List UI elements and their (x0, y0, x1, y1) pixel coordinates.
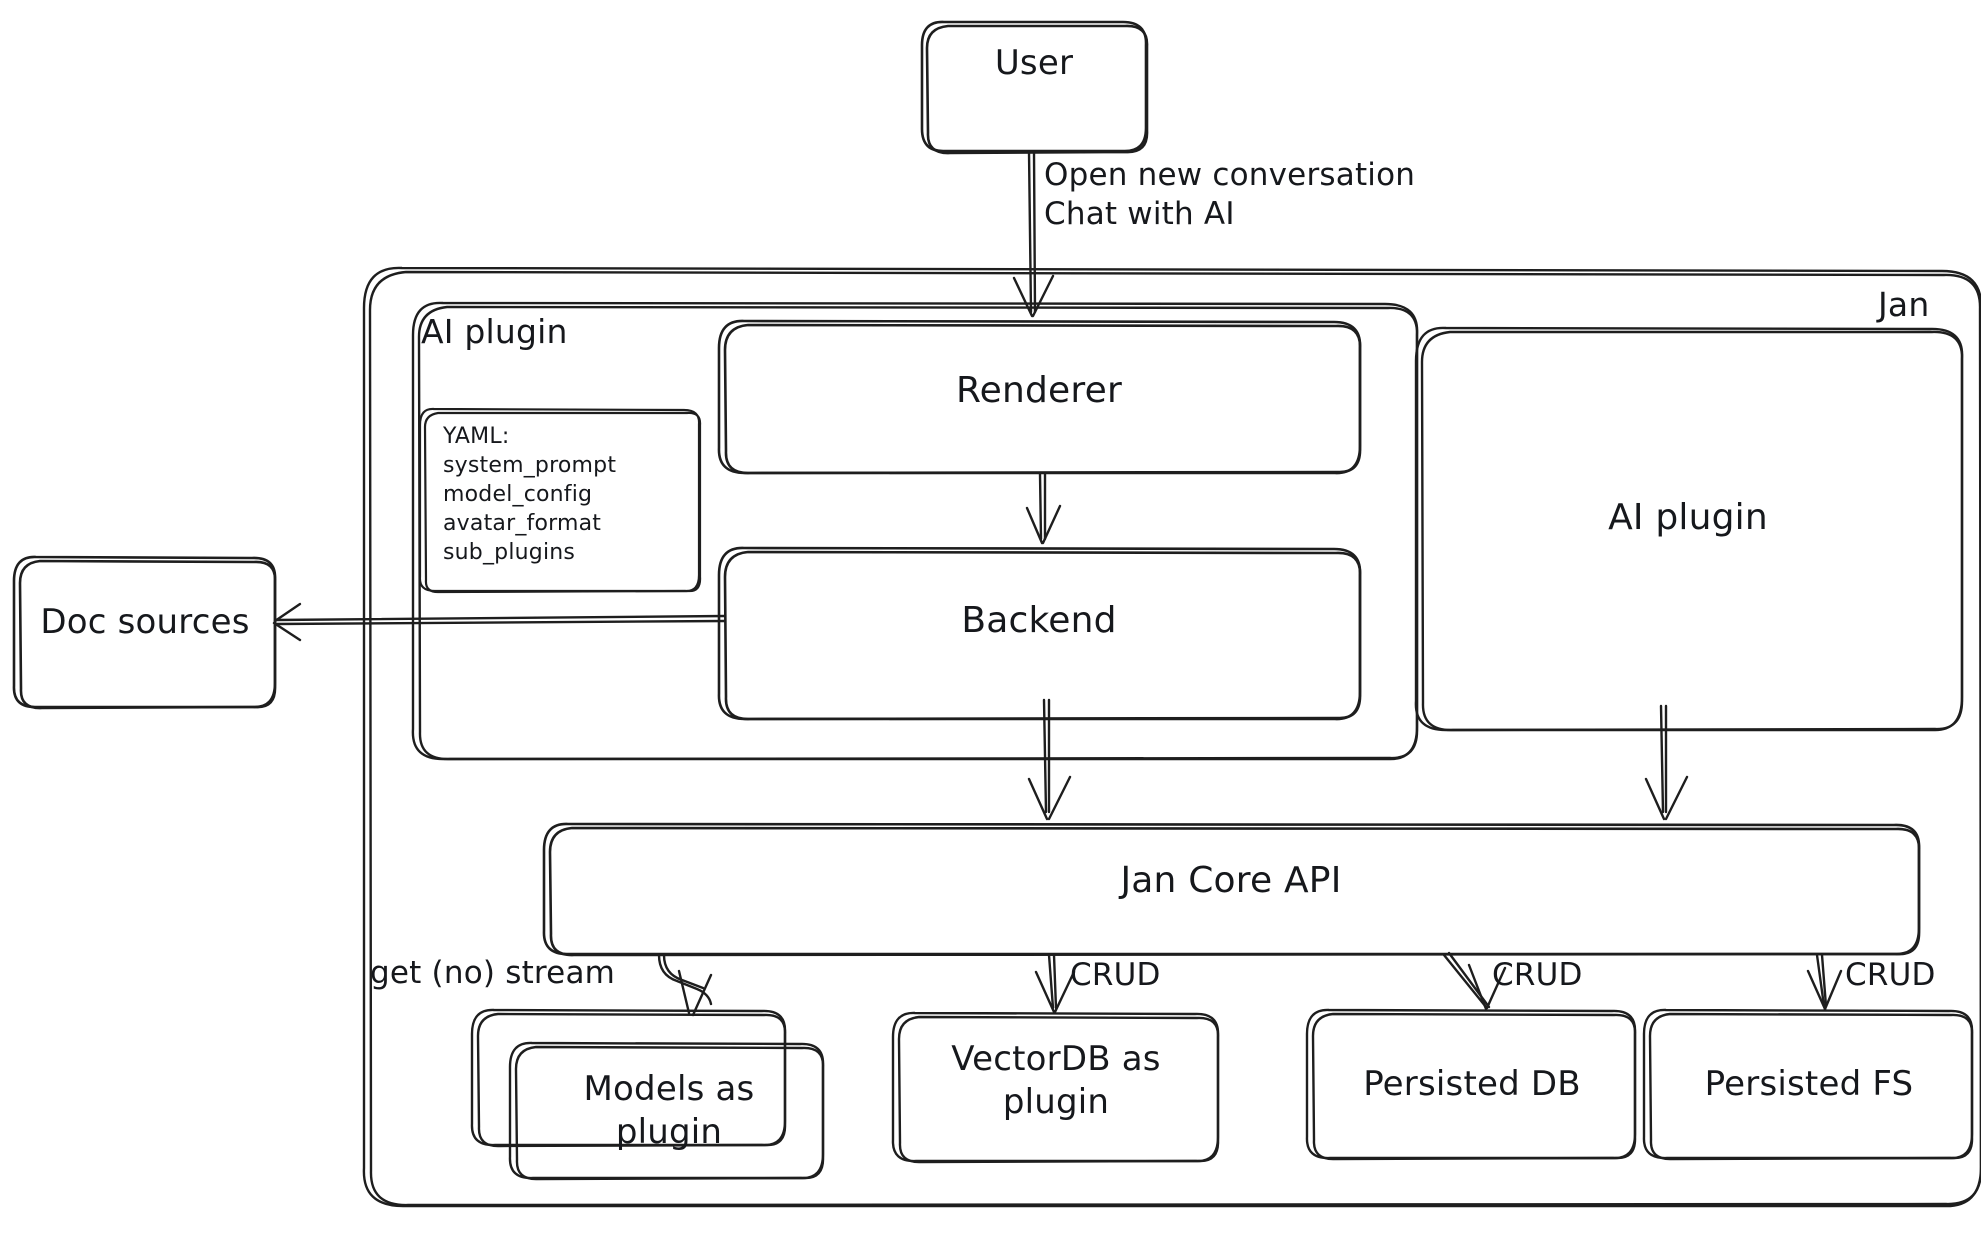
jan-core-api-label: Jan Core API (1120, 860, 1342, 901)
backend-label: Backend (961, 600, 1117, 641)
persisted-fs-label: Persisted FS (1704, 1064, 1914, 1104)
persisted-fs-box-shape (1642, 1008, 1974, 1161)
arrow-core-to-persisted-db (1442, 951, 1507, 1011)
jan-container-label: Jan (1878, 285, 1930, 324)
edge-label-core-to-vectordb: CRUD (1070, 957, 1161, 993)
arrow-backend-to-doc-sources (272, 602, 727, 642)
arrow-core-to-models (657, 953, 713, 1017)
arrow-core-to-persisted-fs (1806, 953, 1843, 1011)
edge-label-user-to-renderer: Open new conversation Chat with AI (1044, 157, 1416, 232)
arrow-backend-to-core (1027, 698, 1072, 821)
arrow-renderer-to-backend (1025, 472, 1062, 545)
ai-plugin-box-label: AI plugin (1608, 497, 1768, 538)
user-label: User (994, 43, 1074, 83)
yaml-box-shape (418, 407, 702, 594)
edge-label-core-to-persisted-fs: CRUD (1845, 957, 1936, 993)
edge-label-core-to-persisted-db: CRUD (1492, 957, 1583, 993)
jan-container-shape (362, 266, 1981, 1208)
edge-label-core-to-models: get (no) stream (370, 955, 616, 991)
vectordb-box-shape (891, 1011, 1220, 1164)
ai-plugin-group-shape (411, 301, 1419, 761)
vectordb-label: VectorDB as plugin (951, 1039, 1161, 1122)
ai-plugin-box-shape (1414, 326, 1964, 732)
yaml-config-text: YAML: system_prompt model_config avatar_… (443, 424, 617, 566)
backend-box-shape (717, 546, 1362, 721)
models-front-box-shape (508, 1041, 825, 1181)
doc-sources-label: Doc sources (40, 602, 250, 642)
ai-plugin-group-label: AI plugin (421, 312, 568, 351)
user-box-shape (920, 20, 1149, 155)
jan-core-api-box-shape (542, 822, 1921, 957)
renderer-label: Renderer (956, 370, 1122, 411)
renderer-box-shape (717, 319, 1362, 475)
persisted-db-box-shape (1305, 1008, 1637, 1161)
doc-sources-box-shape (12, 555, 277, 710)
persisted-db-label: Persisted DB (1363, 1064, 1581, 1104)
arrow-user-to-renderer (1012, 150, 1055, 318)
models-back-box-shape (470, 1008, 787, 1148)
arrow-ai-plugin-to-core (1644, 704, 1689, 821)
models-label: Models as plugin (583, 1069, 755, 1152)
arrow-core-to-vectordb (1034, 953, 1076, 1014)
